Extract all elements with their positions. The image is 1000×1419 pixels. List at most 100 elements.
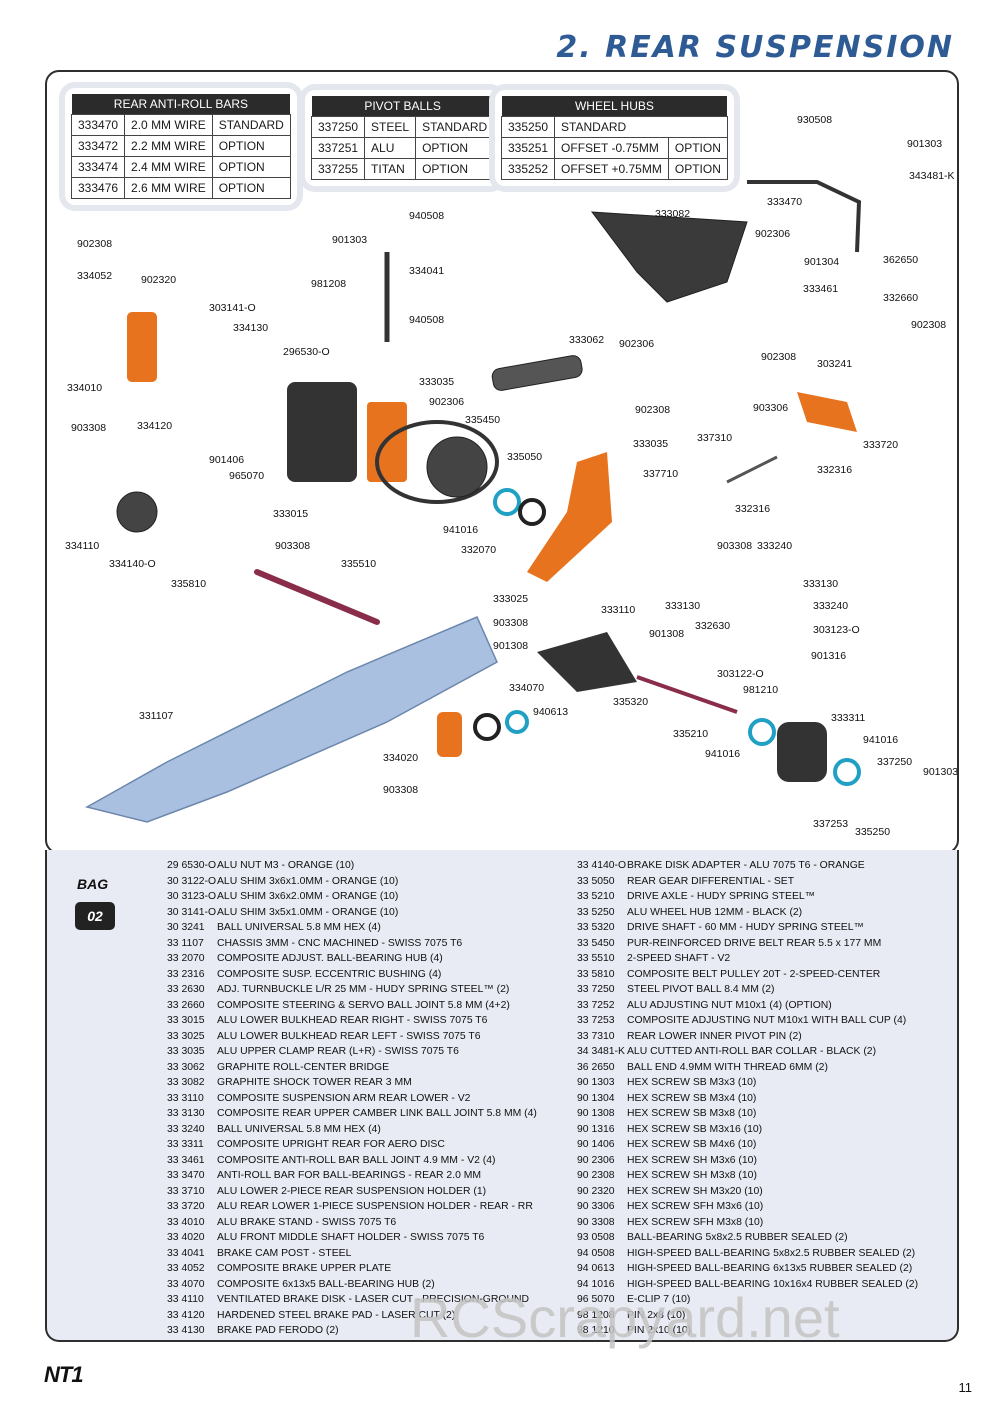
part-code: 335252 xyxy=(500,158,556,180)
pivot-balls-table-card: PIVOT BALLS 337250 STEEL STANDARD 337251… xyxy=(305,90,501,186)
bearing xyxy=(493,488,521,516)
part-number: 33 4041 xyxy=(167,1247,205,1259)
part-description: BRAKE DISK ADAPTER - ALU 7075 T6 - ORANG… xyxy=(627,860,865,871)
part-code: 333472 xyxy=(70,135,126,157)
callout-label: 337253 xyxy=(813,818,849,830)
callout-label: 332070 xyxy=(461,544,497,556)
part-number: 33 5210 xyxy=(577,891,615,902)
bearing xyxy=(518,498,546,526)
part-description: ALU LOWER BULKHEAD REAR LEFT - SWISS 707… xyxy=(217,1030,481,1042)
anti-roll-bars-heading: REAR ANTI-ROLL BARS xyxy=(71,94,291,115)
callout-label: 903308 xyxy=(71,422,107,434)
page-number: 11 xyxy=(958,1380,973,1395)
part-description: GRAPHITE ROLL-CENTER BRIDGE xyxy=(217,1061,390,1073)
part-number: 94 0508 xyxy=(577,1247,615,1259)
callout-label: 337710 xyxy=(643,468,679,480)
part-number: 33 7310 xyxy=(577,1030,615,1042)
callout-label: 940508 xyxy=(409,210,445,222)
part-number: 33 4120 xyxy=(167,1309,205,1321)
part-description: COMPOSITE ANTI-ROLL BAR BALL JOINT 4.9 M… xyxy=(217,1154,496,1166)
list-item: 33 5210 DRIVE AXLE - HUDY SPRING STEEL™ xyxy=(577,889,918,905)
part-number: 30 3141-O xyxy=(167,906,217,918)
bearing xyxy=(505,710,529,734)
part-description: DRIVE AXLE - HUDY SPRING STEEL™ xyxy=(627,891,816,902)
part-number: 30 3122-O xyxy=(167,875,217,887)
part-description: HEX SCREW SB M3x16 (10) xyxy=(627,1123,763,1135)
exploded-view-panel: REAR ANTI-ROLL BARS 333470 2.0 MM WIRE S… xyxy=(45,70,959,854)
part-number: 33 7250 xyxy=(577,984,615,995)
part-number: 90 1316 xyxy=(577,1123,615,1135)
callout-label: 332630 xyxy=(695,620,731,632)
part-spec: TITAN xyxy=(364,158,417,180)
page-header: 2. REAR SUSPENSION xyxy=(0,0,1000,70)
part-description: HEX SCREW SB M4x6 (10) xyxy=(627,1139,757,1150)
callout-label: 333311 xyxy=(831,712,866,724)
part-code: 335250 xyxy=(500,116,556,138)
part-number: 33 4110 xyxy=(167,1294,204,1305)
part-description: PIN 2x8 (10) xyxy=(627,1309,686,1321)
callout-label: 335050 xyxy=(507,451,543,463)
part-spec: 2.4 MM WIRE xyxy=(124,156,213,178)
callout-label: 903308 xyxy=(383,784,419,796)
part-number: 33 3062 xyxy=(167,1061,205,1073)
part-description: COMPOSITE BRAKE UPPER PLATE xyxy=(217,1263,392,1274)
anti-roll-bars-table-card: REAR ANTI-ROLL BARS 333470 2.0 MM WIRE S… xyxy=(65,88,297,205)
part-description: HIGH-SPEED BALL-BEARING 5x8x2.5 RUBBER S… xyxy=(627,1247,916,1259)
callout-label: 941016 xyxy=(443,524,479,536)
callout-label: 334020 xyxy=(383,752,419,764)
part-number: 33 3130 xyxy=(167,1108,205,1119)
part-number: 33 1107 xyxy=(167,937,204,949)
part-number: 33 5050 xyxy=(577,875,615,887)
part-number: 33 4130 xyxy=(167,1325,205,1336)
callout-label: 334130 xyxy=(233,322,269,334)
list-item: 33 4130 BRAKE PAD FERODO (2) xyxy=(167,1323,537,1339)
part-description: ALU CUTTED ANTI-ROLL BAR COLLAR - BLACK … xyxy=(627,1046,877,1057)
brake-stand xyxy=(127,312,157,382)
part-description: HIGH-SPEED BALL-BEARING 6x13x5 RUBBER SE… xyxy=(627,1263,913,1274)
table-row: 337251 ALU OPTION xyxy=(310,137,495,159)
part-description: COMPOSITE BELT PULLEY 20T - 2-SPEED-CENT… xyxy=(627,968,881,980)
drive-shaft xyxy=(636,675,738,714)
part-description: ALU WHEEL HUB 12MM - BLACK (2) xyxy=(627,906,803,918)
part-number: 36 2650 xyxy=(577,1061,615,1073)
callout-label: 902308 xyxy=(77,238,113,250)
part-description: BALL-BEARING 5x8x2.5 RUBBER SEALED (2) xyxy=(627,1232,848,1243)
callout-label: 337310 xyxy=(697,432,733,444)
part-number: 90 3308 xyxy=(577,1216,615,1228)
callout-label: 902320 xyxy=(141,274,177,286)
callout-label: 296530-O xyxy=(283,346,330,358)
part-description: HEX SCREW SB M3x3 (10) xyxy=(627,1077,757,1088)
callout-label: 902306 xyxy=(619,338,655,350)
table-row: 337255 TITAN OPTION xyxy=(310,158,495,180)
drive-belt xyxy=(375,420,499,504)
part-number: 33 3035 xyxy=(167,1046,205,1057)
part-description: BRAKE PAD FERODO (2) xyxy=(217,1325,339,1336)
exploded-diagram xyxy=(84,180,862,823)
part-status: STANDARD xyxy=(415,116,495,138)
part-description: HEX SCREW SB M3x8 (10) xyxy=(627,1108,757,1119)
callout-label: 332660 xyxy=(883,292,919,304)
callout-label: 335250 xyxy=(855,826,891,838)
callout-label: 343481-K xyxy=(909,170,955,182)
anti-roll-bar xyxy=(747,180,862,253)
part-number: 33 2070 xyxy=(167,953,205,964)
part-number: 90 2306 xyxy=(577,1154,615,1166)
callout-label: 901303 xyxy=(907,138,943,150)
callout-label: 303241 xyxy=(817,358,853,370)
callout-label: 901316 xyxy=(811,650,847,662)
part-description: HEX SCREW SFH M3x6 (10) xyxy=(627,1201,764,1212)
part-number: 33 2660 xyxy=(167,999,205,1011)
